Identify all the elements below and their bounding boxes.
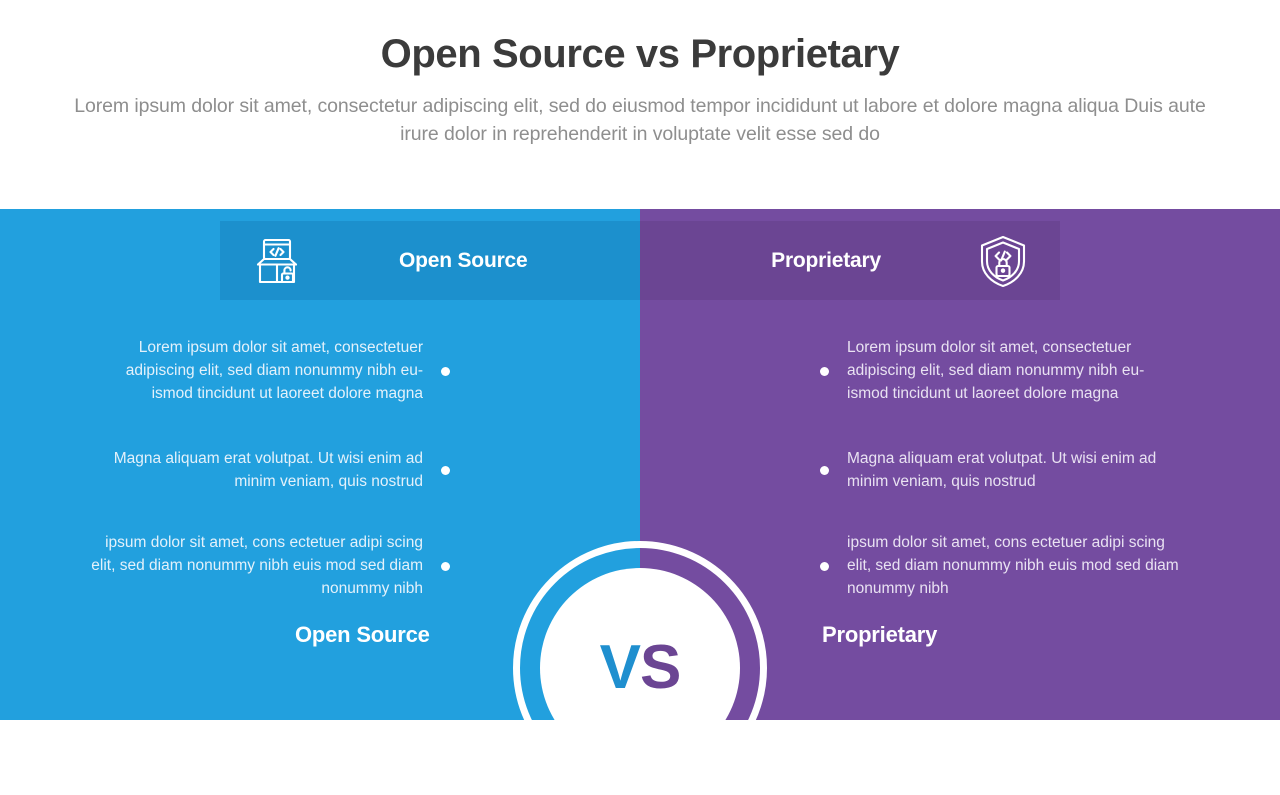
page-title: Open Source vs Proprietary [380,32,900,76]
header-section: Open Source vs Proprietary Lorem ipsum d… [0,0,1280,209]
bullet-dot-icon [820,366,829,376]
bullet-dot-icon [820,466,829,476]
open-box-code-unlocked-icon [248,232,306,290]
bullet-list-proprietary: Lorem ipsum dolor sit amet, consectetuer… [820,337,1180,633]
bullet-text: Lorem ipsum dolor sit amet, consectetuer… [847,339,1145,402]
list-item: Magna aliquam erat volutpat. Ut wisi eni… [820,448,1180,494]
bullet-text: Magna aliquam erat volutpat. Ut wisi eni… [113,449,423,490]
comparison-panels: Open Source Proprietary [0,209,1280,795]
bottom-label-proprietary: Proprietary [822,622,938,647]
bullet-list-open-source: Lorem ipsum dolor sit amet, consectetuer… [90,337,450,633]
shield-code-locked-icon [974,232,1032,290]
bullet-text: ipsum dolor sit amet, cons ectetuer adip… [847,533,1179,597]
bullet-dot-icon [441,561,450,571]
bullet-text: ipsum dolor sit amet, cons ectetuer adip… [91,533,423,597]
list-item: Lorem ipsum dolor sit amet, consectetuer… [820,337,1180,406]
list-item: ipsum dolor sit amet, cons ectetuer adip… [90,532,450,601]
title-bar-label-proprietary: Proprietary [771,248,881,272]
bullet-dot-icon [820,561,829,571]
title-bar-label-open-source: Open Source [399,248,528,272]
vs-badge: VS [513,541,767,795]
vs-letter-v: V [599,633,641,702]
title-bar-proprietary: Proprietary [640,221,1060,300]
bullet-dot-icon [441,366,450,376]
bullet-text: Magna aliquam erat volutpat. Ut wisi eni… [847,449,1157,490]
list-item: Magna aliquam erat volutpat. Ut wisi eni… [90,448,450,494]
bottom-label-open-source: Open Source [295,622,430,647]
vs-label: VS [600,637,682,699]
page-subtitle: Lorem ipsum dolor sit amet, consectetur … [74,95,1206,146]
bullet-dot-icon [441,466,450,476]
title-bar-open-source: Open Source [220,221,640,300]
bullet-text: Lorem ipsum dolor sit amet, consectetuer… [125,339,423,402]
list-item: Lorem ipsum dolor sit amet, consectetuer… [90,337,450,406]
vs-letter-s: S [640,633,681,702]
vs-inner-circle: VS [540,568,740,768]
list-item: ipsum dolor sit amet, cons ectetuer adip… [820,532,1180,601]
